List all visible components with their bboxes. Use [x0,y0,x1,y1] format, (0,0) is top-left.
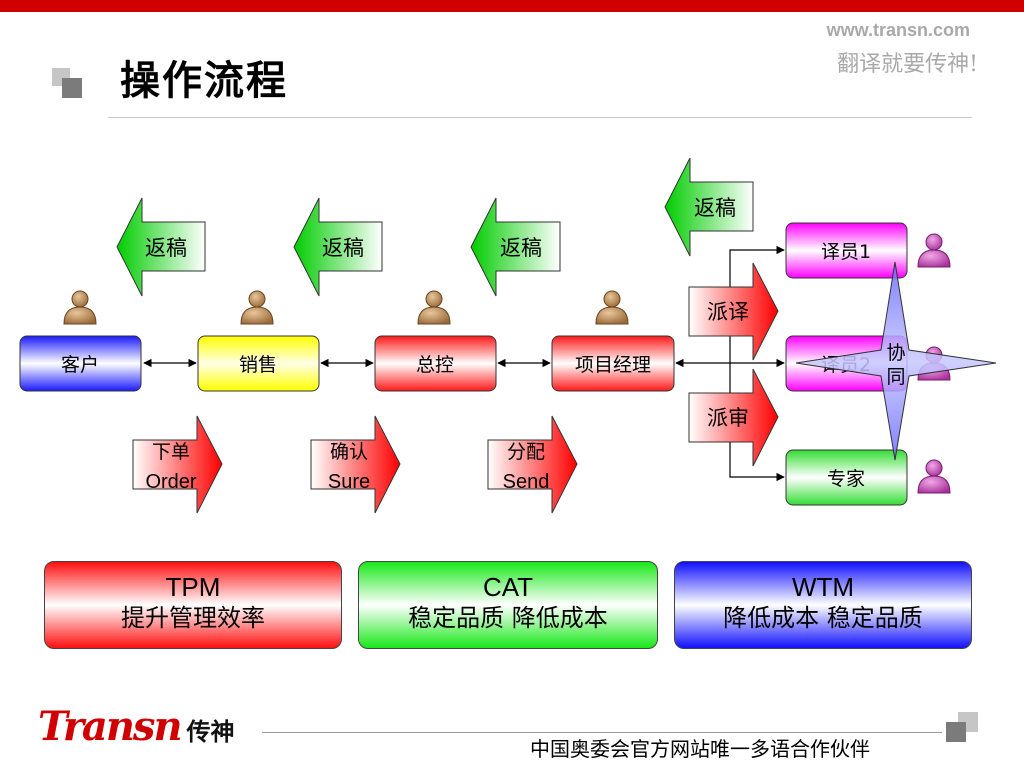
return-arrow-label: 返稿 [694,196,736,220]
dispatch-label: 派译 [707,300,749,324]
forward-arrow-sure: 确认 Sure [310,415,401,514]
role-box-sales: 销售 [197,335,320,392]
logo-brand-cn: 传神 [186,718,235,746]
dispatch-arrow-translate: 派译 [688,262,779,361]
role-box-customer: 客户 [19,335,142,392]
dispatch-label: 派审 [707,406,749,430]
collab-label: 同 [886,366,905,388]
title-bullet-icon [52,68,86,102]
summary-box-cat: CAT 稳定品质 降低成本 [358,561,658,649]
summary-title: WTM [791,572,855,602]
return-arrow-label: 返稿 [322,236,364,260]
forward-arrow-send: 分配 Send [487,415,578,514]
logo-brand: Transn [38,703,183,750]
team-box-expert: 专家 [785,449,908,506]
role-box-project-manager: 项目经理 [551,335,675,392]
top-accent-bar [0,0,1024,12]
return-arrow-label: 返稿 [145,236,187,260]
forward-label-en: Sure [328,471,370,493]
team-label: 译员1 [821,241,871,263]
page-title: 操作流程 [120,58,288,104]
person-icon [595,290,629,325]
corner-squares-icon [946,712,980,744]
forward-arrow-order: 下单 Order [132,415,223,514]
return-arrow-1: 返稿 [116,197,206,297]
role-box-control: 总控 [374,335,497,392]
summary-box-wtm: WTM 降低成本 稳定品质 [674,561,972,649]
person-icon [417,290,451,325]
summary-title: CAT [482,572,534,602]
team-box-translator1: 译员1 [785,222,908,279]
return-arrow-2: 返稿 [293,197,383,297]
return-arrow-4: 返稿 [664,157,754,257]
footer-divider [262,732,942,733]
team-label: 专家 [827,468,865,490]
person-icon [63,290,97,325]
summary-title: TPM [165,572,221,602]
return-arrow-3: 返稿 [470,197,561,297]
role-label: 客户 [61,354,99,376]
role-label: 项目经理 [575,354,651,376]
footer-text: 中国奥委会官方网站唯一多语合作伙伴 [530,737,870,761]
title-divider [108,117,972,118]
forward-label-cn: 确认 [330,441,368,463]
summary-box-tpm: TPM 提升管理效率 [44,561,342,649]
forward-label-cn: 下单 [152,441,190,463]
site-url[interactable]: www.transn.com [826,20,970,40]
role-label: 销售 [239,354,277,376]
person-icon [917,233,951,268]
person-icon [917,459,951,494]
forward-label-en: Order [145,471,196,493]
summary-subtitle: 稳定品质 降低成本 [408,604,608,632]
forward-label-cn: 分配 [507,441,545,463]
summary-subtitle: 提升管理效率 [121,604,265,632]
role-label: 总控 [416,354,454,376]
summary-subtitle: 降低成本 稳定品质 [723,604,923,632]
collab-label: 协 [886,342,905,364]
slogan: 翻译就要传神! [837,52,978,77]
forward-label-en: Send [503,471,550,493]
return-arrow-label: 返稿 [500,236,542,260]
collaboration-star: 协 同 [795,261,997,461]
person-icon [240,290,274,325]
dispatch-arrow-review: 派审 [688,368,779,467]
